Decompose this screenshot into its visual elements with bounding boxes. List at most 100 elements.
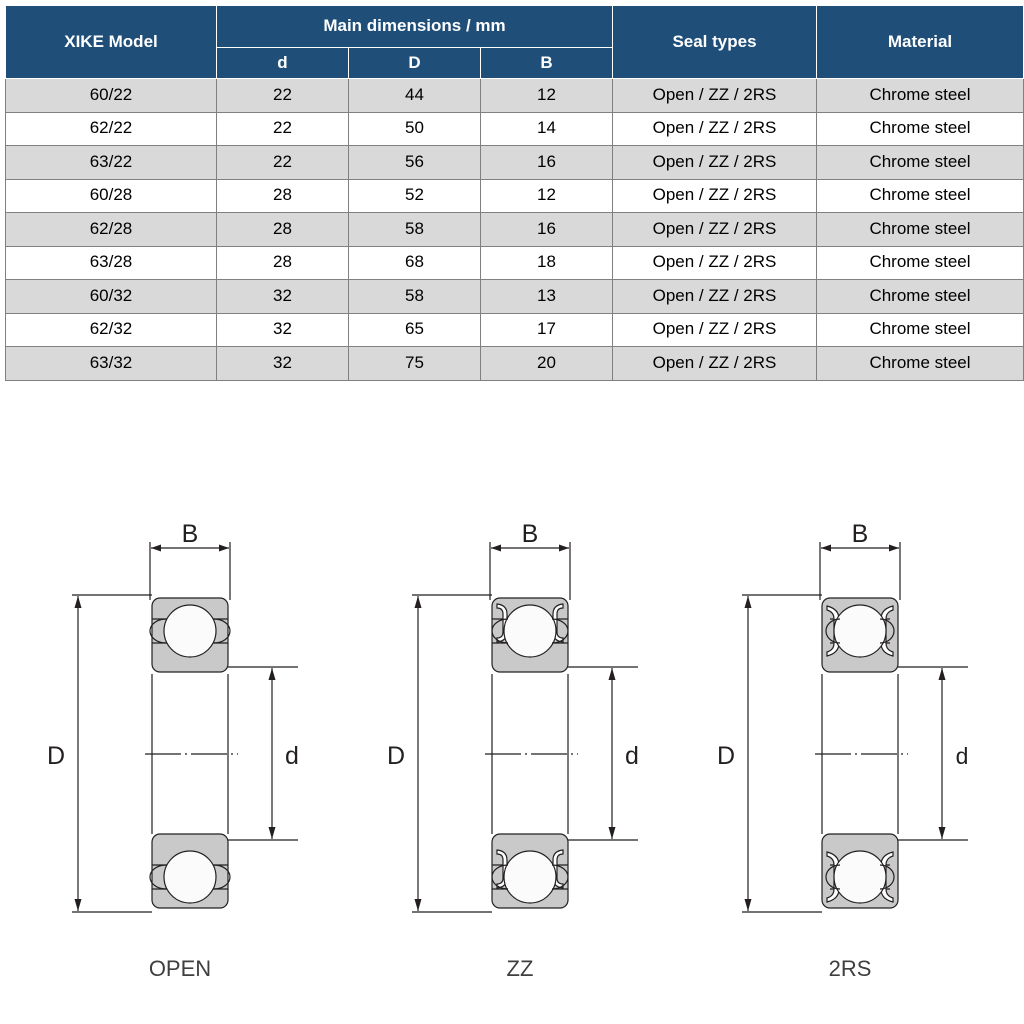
ball-arc-left-bottom: [149, 864, 167, 890]
ball-arc-right-bottom: [213, 864, 231, 890]
cell-model: 63/22: [5, 145, 217, 180]
cell-D: 44: [348, 78, 481, 113]
ball-arc-left-bottom: [491, 864, 509, 890]
cell-D: 58: [348, 212, 481, 247]
b-arrow-right: [559, 544, 569, 552]
cell-seal-types: Open / ZZ / 2RS: [612, 78, 817, 113]
D-arrow-bottom: [74, 899, 82, 911]
label-d: d: [956, 743, 969, 769]
ball-arc-left-bottom: [825, 864, 841, 890]
d-arrow-bottom: [268, 827, 276, 839]
d-arrow-top: [608, 668, 616, 680]
cell-B: 20: [480, 346, 613, 381]
b-arrow-right: [889, 544, 899, 552]
b-arrow-left: [821, 544, 831, 552]
cell-D: 58: [348, 279, 481, 314]
b-arrow-left: [151, 544, 161, 552]
d-arrow-top: [938, 668, 946, 680]
cell-d: 22: [216, 78, 349, 113]
cell-D: 65: [348, 312, 481, 347]
bearing-spec-table: XIKE Model Main dimensions / mm Seal typ…: [5, 5, 1024, 381]
cell-model: 62/28: [5, 212, 217, 247]
ball-arc-left-top: [491, 618, 509, 644]
cell-d: 28: [216, 178, 349, 213]
d-arrow-bottom: [938, 827, 946, 839]
figure-caption-2rs: 2RS: [828, 956, 872, 981]
col-header-main-dimensions: Main dimensions / mm: [216, 5, 613, 48]
rubber-seal-top-left: [826, 605, 840, 657]
col-header-B: B: [480, 47, 613, 79]
cell-material: Chrome steel: [816, 78, 1024, 113]
cell-d: 32: [216, 279, 349, 314]
b-arrow-right: [219, 544, 229, 552]
figure-caption-open: OPEN: [148, 956, 212, 981]
col-header-D: D: [348, 47, 481, 79]
table-header: XIKE Model Main dimensions / mm Seal typ…: [5, 5, 1024, 79]
cell-model: 63/32: [5, 346, 217, 381]
label-B: B: [852, 520, 869, 548]
col-header-d: d: [216, 47, 349, 79]
ball-arc-right-top: [551, 618, 569, 644]
cell-material: Chrome steel: [816, 178, 1024, 213]
cell-seal-types: Open / ZZ / 2RS: [612, 212, 817, 247]
cell-model: 62/22: [5, 111, 217, 146]
rubber-seal-bottom-left: [826, 851, 840, 903]
label-D: D: [47, 742, 65, 770]
cell-seal-types: Open / ZZ / 2RS: [612, 346, 817, 381]
cell-D: 52: [348, 178, 481, 213]
cell-d: 22: [216, 145, 349, 180]
cell-material: Chrome steel: [816, 145, 1024, 180]
D-arrow-top: [74, 596, 82, 608]
cell-d: 32: [216, 346, 349, 381]
cell-model: 62/32: [5, 312, 217, 347]
label-d: d: [285, 742, 299, 770]
cell-B: 12: [480, 78, 613, 113]
col-header-seal-types: Seal types: [612, 5, 817, 79]
cell-material: Chrome steel: [816, 111, 1024, 146]
rubber-seal-top-right: [880, 605, 894, 657]
cell-d: 22: [216, 111, 349, 146]
label-B: B: [182, 520, 199, 548]
specification-table-container: XIKE Model Main dimensions / mm Seal typ…: [5, 5, 1024, 381]
ball-top: [163, 604, 217, 658]
cell-d: 28: [216, 245, 349, 280]
ball-top: [503, 604, 557, 658]
d-arrow-bottom: [608, 827, 616, 839]
ball-arc-left-top: [825, 618, 841, 644]
bearing-drawing-2rs: B D d: [717, 520, 969, 913]
cell-material: Chrome steel: [816, 346, 1024, 381]
bearing-figure-open: B D d OPEN: [10, 520, 350, 1020]
cell-seal-types: Open / ZZ / 2RS: [612, 312, 817, 347]
cell-D: 75: [348, 346, 481, 381]
D-arrow-top: [414, 596, 422, 608]
label-d: d: [625, 742, 639, 770]
col-header-material: Material: [816, 5, 1024, 79]
figure-caption-zz: ZZ: [506, 956, 534, 981]
cell-model: 60/22: [5, 78, 217, 113]
cell-B: 13: [480, 279, 613, 314]
cell-seal-types: Open / ZZ / 2RS: [612, 245, 817, 280]
bearing-figure-zz: B D d ZZ: [350, 520, 690, 1020]
cell-B: 16: [480, 145, 613, 180]
ball-top: [833, 604, 887, 658]
cell-B: 18: [480, 245, 613, 280]
bearing-drawing-zz: B D d: [387, 520, 639, 913]
cell-material: Chrome steel: [816, 279, 1024, 314]
cell-d: 28: [216, 212, 349, 247]
cell-model: 63/28: [5, 245, 217, 280]
cell-B: 14: [480, 111, 613, 146]
ball-arc-right-bottom: [551, 864, 569, 890]
ball-bottom: [503, 850, 557, 904]
cell-B: 17: [480, 312, 613, 347]
bearing-drawing-open: B D d: [47, 520, 299, 913]
cell-B: 16: [480, 212, 613, 247]
cell-material: Chrome steel: [816, 312, 1024, 347]
